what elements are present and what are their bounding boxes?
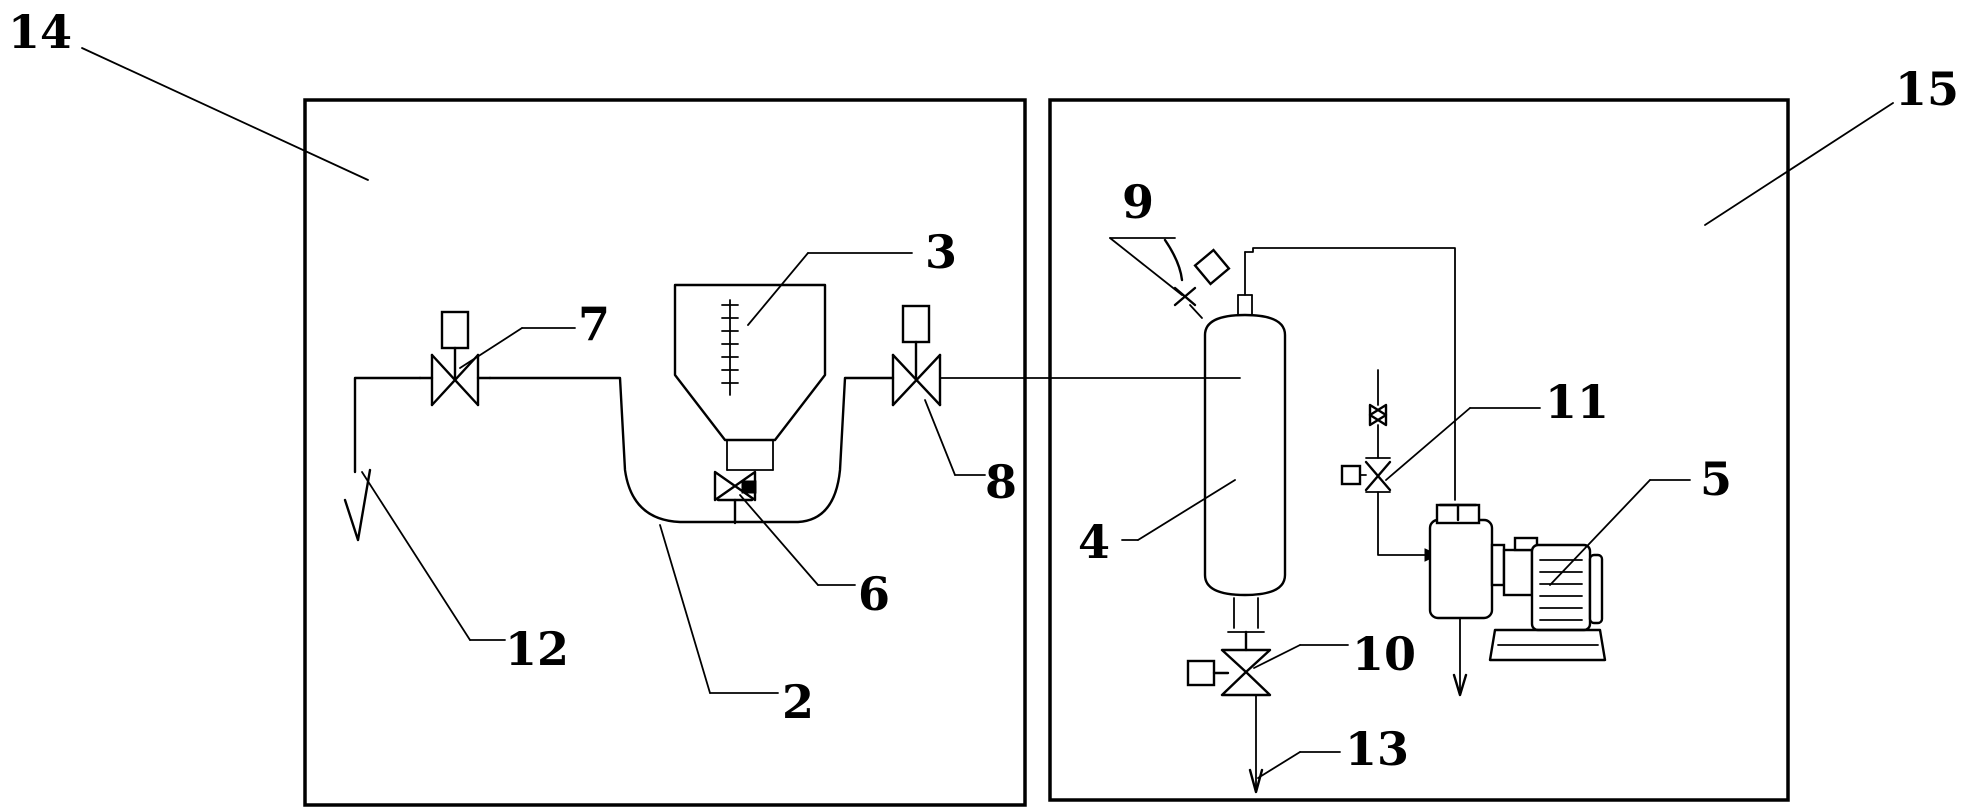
label-15: 15 — [1895, 62, 1959, 116]
leader-5 — [1549, 479, 1651, 586]
discharge-arrow — [1452, 673, 1468, 697]
leader-12 — [361, 471, 471, 641]
label-4: 4 — [1078, 515, 1110, 569]
leader-2 — [659, 524, 711, 694]
suction-pipe — [1377, 491, 1426, 556]
enclosure-15 — [1048, 98, 1790, 802]
return-pipe — [1244, 247, 1456, 501]
label-5: 5 — [1700, 452, 1732, 506]
label-9: 9 — [1122, 175, 1154, 229]
valve-9 — [1163, 238, 1231, 319]
label-2: 2 — [782, 675, 814, 729]
label-14: 14 — [8, 5, 72, 59]
leader-8 — [924, 399, 956, 476]
outlet-12-arrow — [343, 468, 372, 542]
leader-6 — [739, 494, 819, 586]
hopper-3 — [673, 283, 827, 471]
leader-14 — [81, 47, 369, 181]
tank-4 — [1137, 251, 1287, 633]
label-10: 10 — [1352, 627, 1416, 681]
label-8: 8 — [985, 455, 1017, 509]
valve-7 — [418, 310, 492, 407]
valve-6 — [713, 470, 757, 525]
label-12: 12 — [505, 622, 569, 676]
leader-15 — [1704, 102, 1894, 226]
label-6: 6 — [858, 567, 890, 621]
outlet-12 — [353, 376, 422, 474]
valve-10 — [1186, 630, 1272, 697]
leader-9b — [1109, 237, 1183, 296]
label-11: 11 — [1545, 375, 1609, 429]
valve-8 — [891, 304, 942, 407]
leader-3 — [747, 252, 809, 326]
pump-5 — [1428, 503, 1607, 662]
enclosure-14 — [303, 98, 1027, 807]
leader-13 — [1257, 751, 1301, 779]
valve-11 — [1340, 369, 1392, 493]
label-13: 13 — [1345, 722, 1409, 776]
leader-10 — [1253, 644, 1301, 669]
leader-11 — [1385, 407, 1471, 481]
pipe-2 — [488, 376, 895, 524]
label-7: 7 — [578, 297, 610, 351]
label-3: 3 — [925, 225, 957, 279]
leader-7 — [459, 327, 523, 369]
